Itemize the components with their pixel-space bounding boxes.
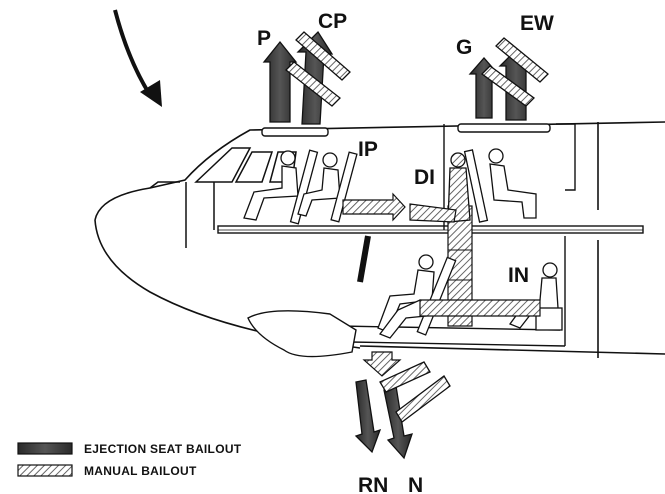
ejected-hatch-panels — [285, 31, 549, 423]
label-defense-instructor: DI — [414, 166, 435, 189]
ejection-arrows — [262, 30, 534, 460]
fuselage-outline — [94, 121, 665, 358]
legend: EJECTION SEAT BAILOUT MANUAL BAILOUT — [17, 442, 242, 478]
label-gunner: G — [456, 36, 472, 59]
legend-manual-label: MANUAL BAILOUT — [84, 464, 197, 478]
upper-deck-floor — [217, 225, 644, 234]
defense-instructor-figure — [447, 152, 471, 223]
upper-hatches — [261, 123, 551, 137]
label-instructor-pilot: IP — [358, 138, 378, 161]
label-navigator: N — [408, 474, 423, 494]
lower-fairing — [247, 310, 357, 358]
label-instructor-nav: IN — [508, 264, 529, 287]
legend-ejection-label: EJECTION SEAT BAILOUT — [84, 442, 242, 456]
curved-direction-arrow — [113, 9, 162, 107]
manual-bailout-path — [342, 192, 541, 377]
lower-deck-floor — [339, 325, 566, 347]
lower-nav-figures — [377, 254, 457, 339]
copilot-seated-figure — [297, 151, 358, 223]
label-ew: EW — [520, 12, 554, 35]
legend-ejection-swatch — [17, 442, 73, 455]
label-copilot: CP — [318, 10, 347, 33]
label-pilot: P — [257, 27, 271, 50]
label-radar-nav: RN — [358, 474, 388, 494]
legend-manual-swatch — [17, 464, 73, 477]
pilot-seated-figure — [243, 149, 319, 225]
gunner-seated-figure — [463, 148, 537, 223]
